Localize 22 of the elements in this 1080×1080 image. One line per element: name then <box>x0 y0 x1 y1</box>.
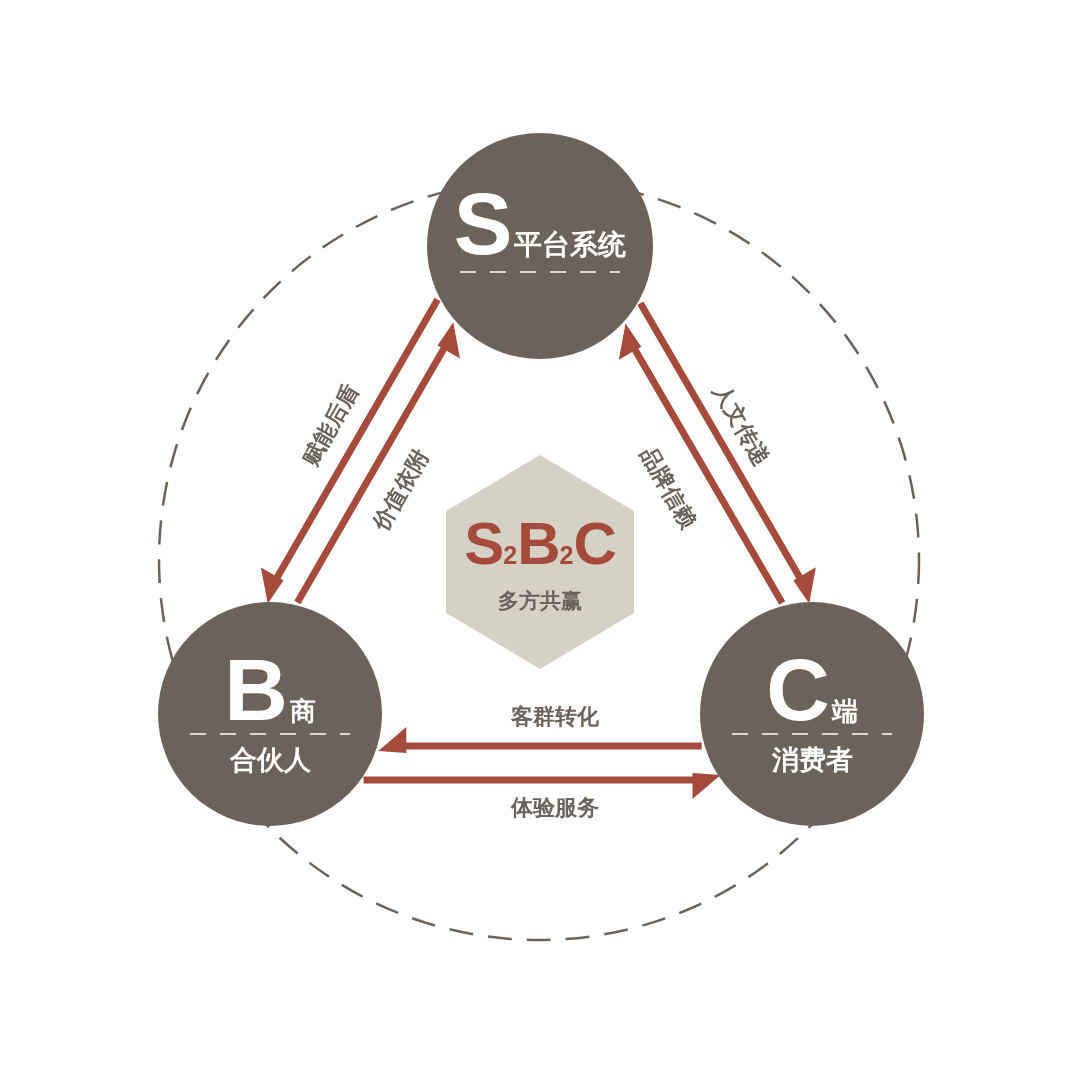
heading-letter: S <box>453 180 513 268</box>
model-tagline: 多方共赢 <box>498 590 582 611</box>
edge-label: 品牌信赖 <box>636 444 700 532</box>
arrow <box>294 322 461 605</box>
subtitle: 合伙人 <box>229 747 311 774</box>
edge-label: 价值依附 <box>369 446 433 534</box>
heading-letter: C <box>766 646 830 734</box>
arrow <box>378 727 702 753</box>
heading-text: 端 <box>831 698 858 724</box>
arrow <box>260 297 441 604</box>
heading-letter: B <box>224 646 288 734</box>
heading-text: 商 <box>289 698 316 724</box>
edge-label: 客群转化 <box>511 706 599 728</box>
arrow <box>363 773 721 799</box>
edge-label: 赋能后盾 <box>299 381 363 469</box>
arrow <box>637 301 816 604</box>
heading-text: 平台系统 <box>514 231 627 259</box>
hexagon <box>446 455 634 669</box>
subtitle: 消费者 <box>771 747 853 774</box>
edge-label: 体验服务 <box>511 797 599 819</box>
arrow <box>618 323 786 605</box>
edge-label: 人文传递 <box>709 381 773 469</box>
